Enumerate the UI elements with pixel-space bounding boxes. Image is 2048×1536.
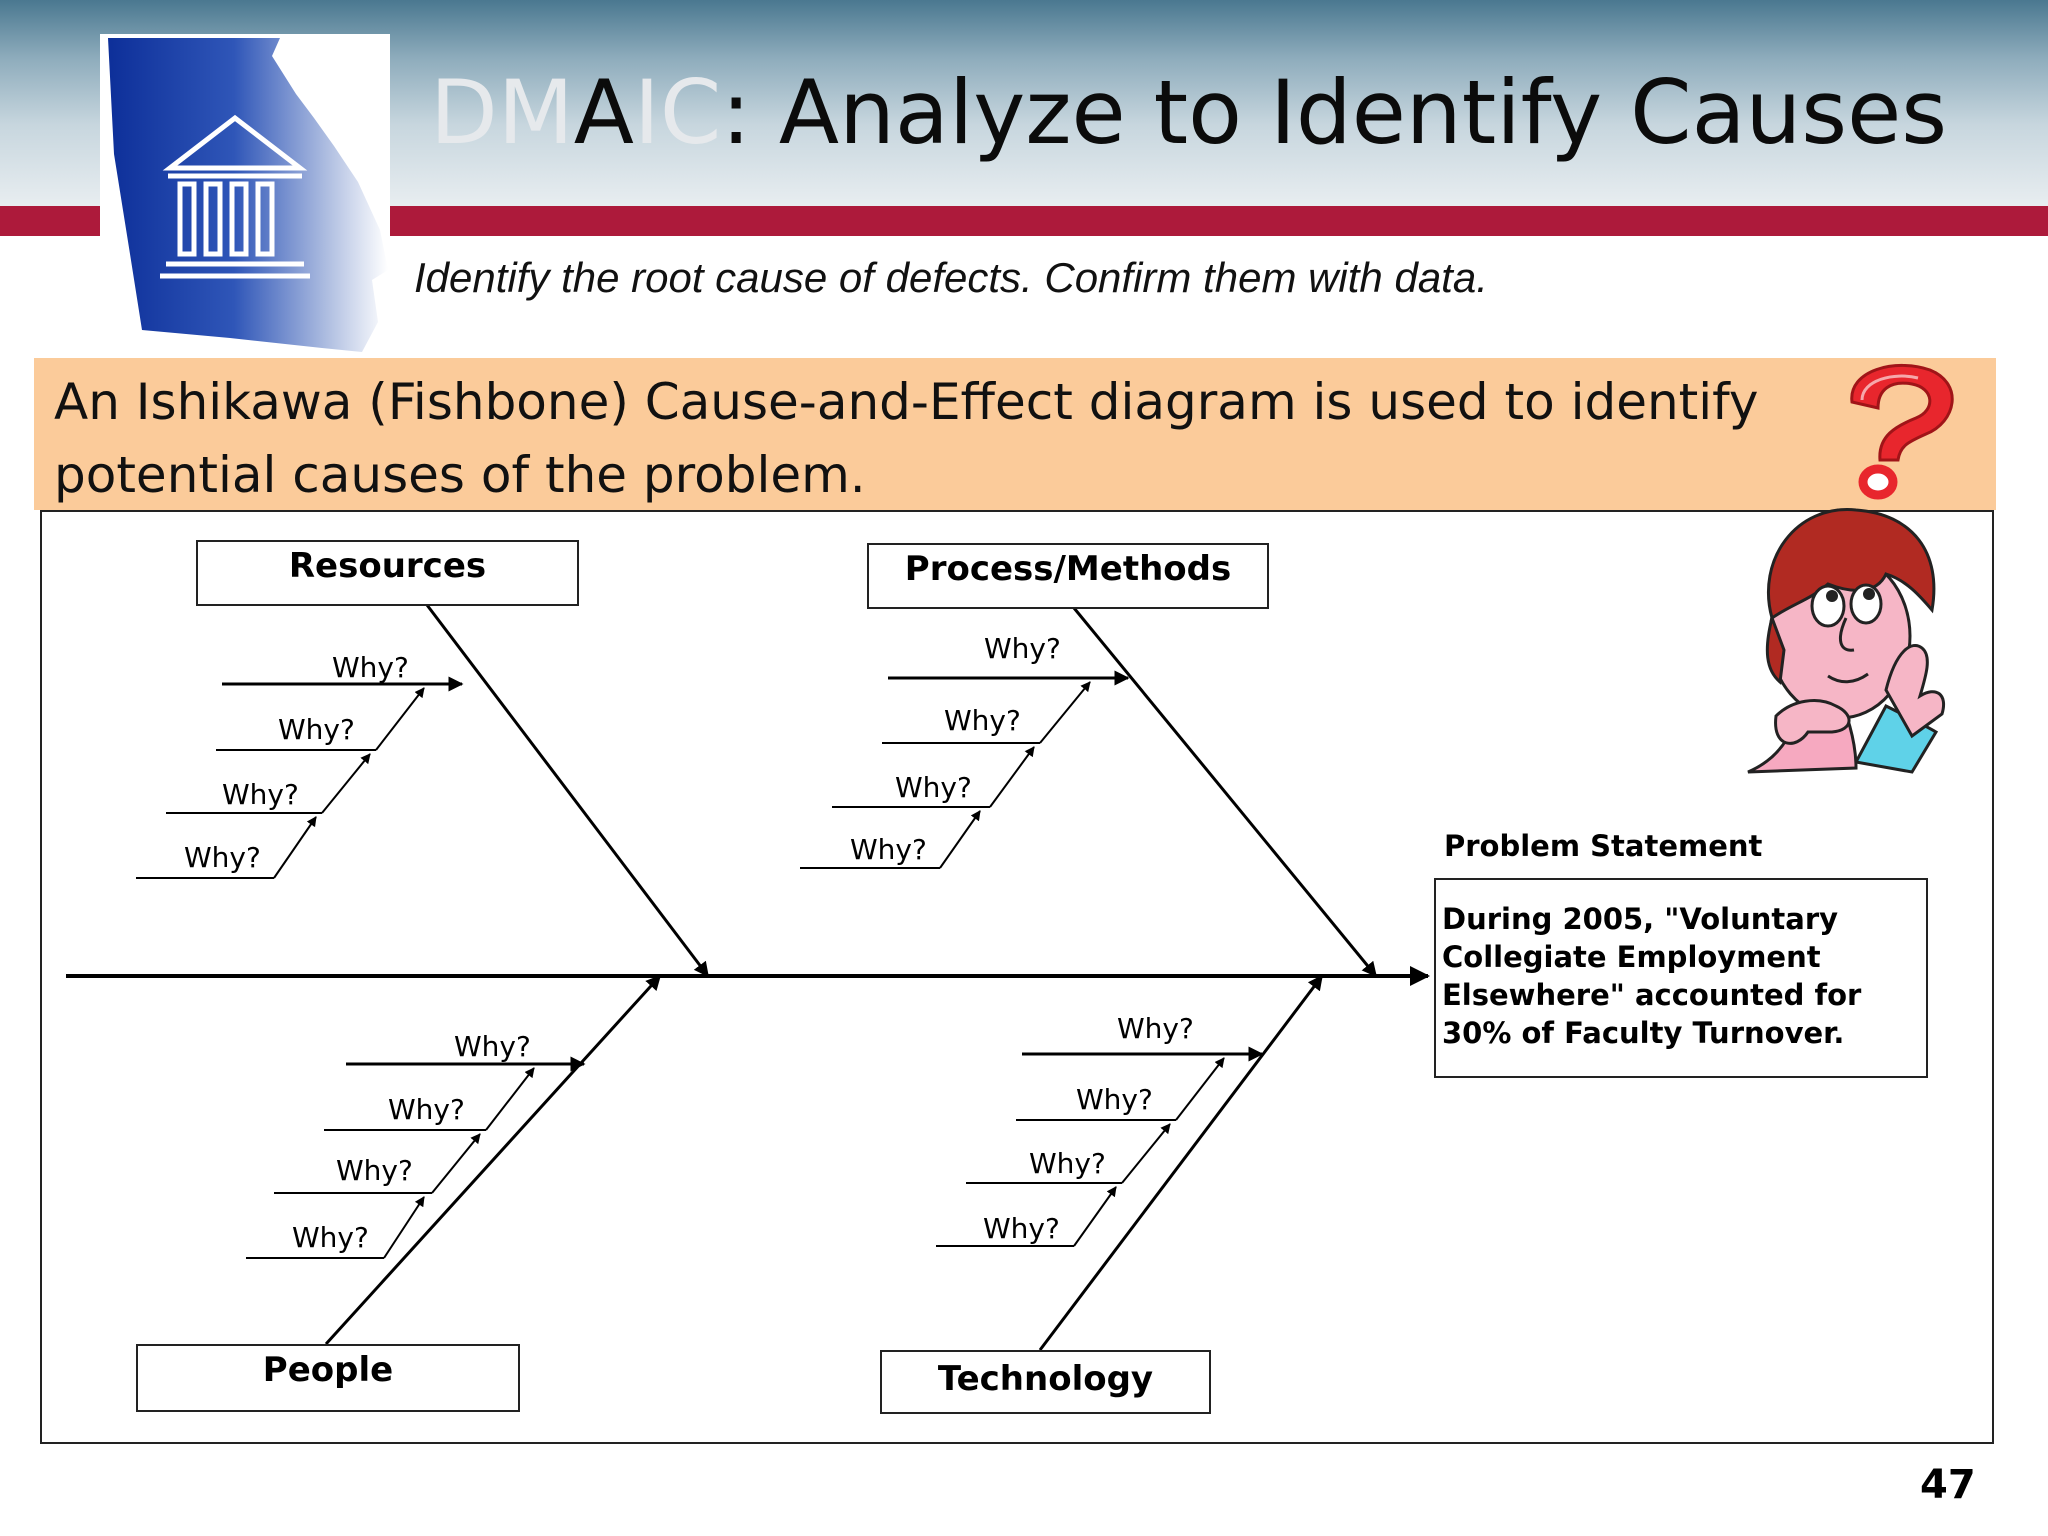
callout-text: An Ishikawa (Fishbone) Cause-and-Effect …	[54, 373, 1759, 504]
why-label: Why?	[1076, 1083, 1153, 1116]
why-label: Why?	[895, 771, 972, 804]
why-label: Why?	[222, 778, 299, 811]
why-label: Why?	[944, 704, 1021, 737]
why-label: Why?	[850, 833, 927, 866]
problem-statement-box: During 2005, "Voluntary Collegiate Emplo…	[1434, 878, 1928, 1078]
why-label: Why?	[292, 1221, 369, 1254]
category-resources: Resources	[196, 540, 579, 606]
page-subtitle: Identify the root cause of defects. Conf…	[414, 254, 1488, 301]
question-mark-icon	[1850, 363, 1954, 500]
problem-statement-label: Problem Statement	[1444, 829, 1763, 863]
category-technology: Technology	[880, 1350, 1211, 1414]
why-label: Why?	[184, 841, 261, 874]
why-label: Why?	[454, 1030, 531, 1063]
why-label: Why?	[332, 651, 409, 684]
why-label: Why?	[983, 1212, 1060, 1245]
why-label: Why?	[984, 632, 1061, 665]
rib-process	[1072, 607, 1378, 978]
category-process-methods: Process/Methods	[867, 543, 1269, 609]
why-label: Why?	[278, 713, 355, 746]
why-label: Why?	[336, 1154, 413, 1187]
rib-resources	[425, 604, 710, 978]
page-number: 47	[1920, 1462, 1976, 1508]
category-people: People	[136, 1344, 520, 1412]
georgia-state-capitol-logo-icon	[100, 34, 390, 354]
thinking-person-icon	[1747, 508, 1945, 774]
rib-people	[324, 974, 662, 1346]
callout-box: An Ishikawa (Fishbone) Cause-and-Effect …	[34, 358, 1996, 510]
rib-technology	[1038, 974, 1324, 1351]
why-label: Why?	[1029, 1147, 1106, 1180]
page-title: DMAIC: Analyze to Identify Causes	[430, 61, 1948, 164]
why-label: Why?	[388, 1093, 465, 1126]
why-label: Why?	[1117, 1012, 1194, 1045]
